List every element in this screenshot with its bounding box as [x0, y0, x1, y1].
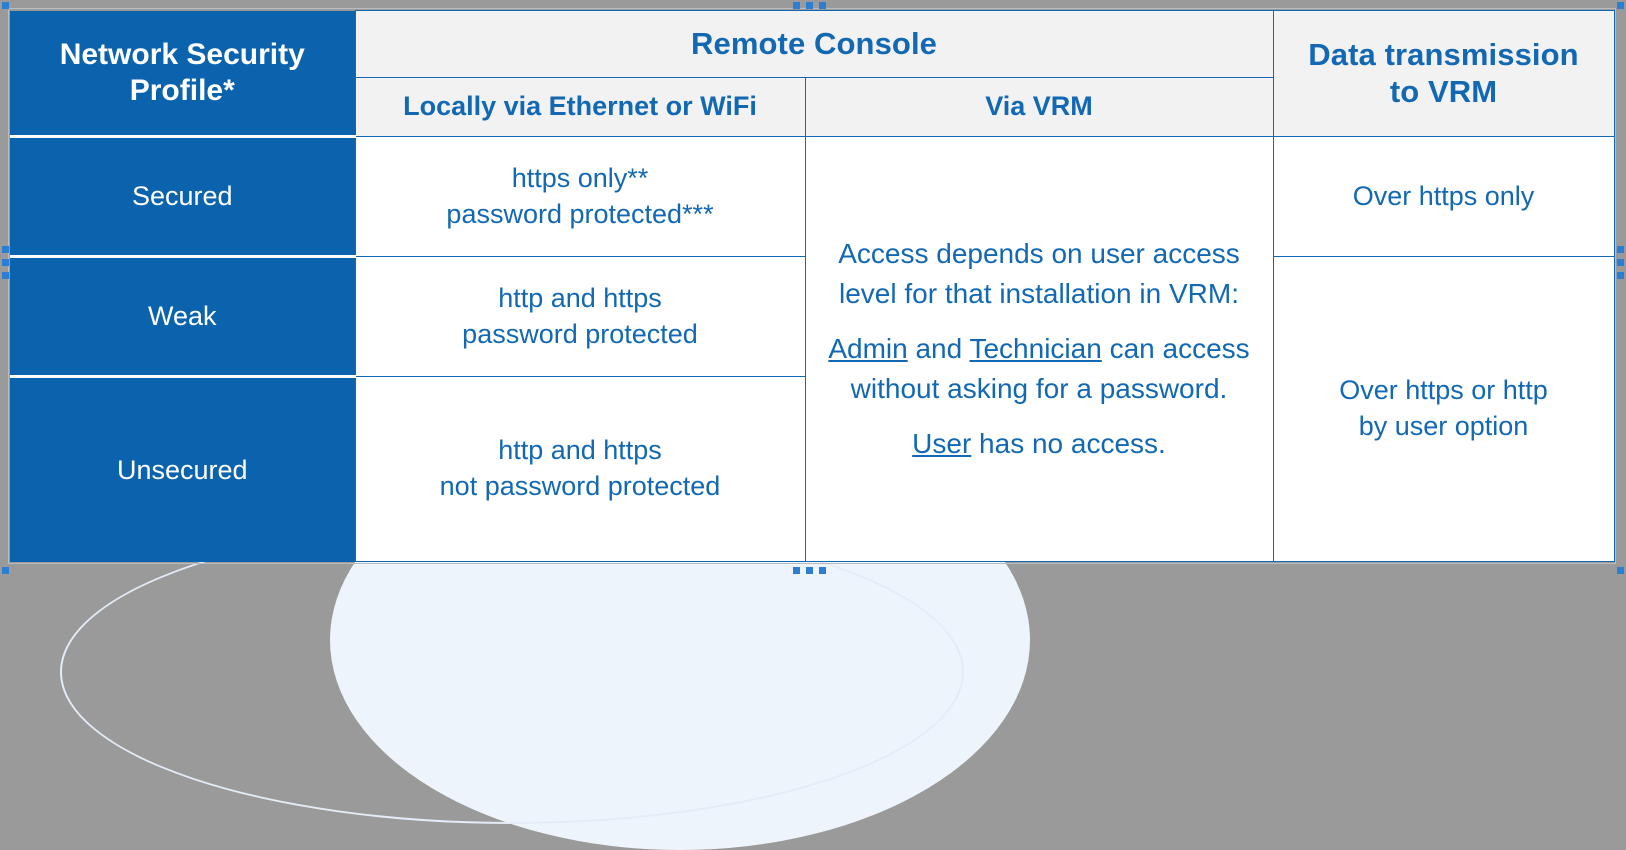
vrm-role-user: User: [912, 428, 972, 460]
cell-unsecured-local-line1: http and https: [498, 435, 662, 466]
vrm-role-admin: Admin: [828, 333, 908, 365]
row-label-unsecured: Unsecured: [10, 375, 355, 562]
header-data-transmission-line2: to VRM: [1389, 73, 1498, 109]
row-label-weak: Weak: [10, 255, 355, 378]
cell-unsecured-local-line2: not password protected: [439, 471, 721, 501]
table-row-weak: Weak http and https password protected O…: [10, 255, 1615, 562]
header-remote-console: Remote Console: [354, 9, 1274, 79]
table-row-secured: Secured https only** password protected*…: [10, 135, 1615, 562]
header-data-transmission-to-vrm: Data transmission to VRM: [1272, 10, 1615, 137]
cell-via-vrm-access-description: Access depends on user access level for …: [804, 136, 1274, 562]
vrm-role-technician: Technician: [969, 333, 1102, 365]
selection-handle-bottom-left[interactable]: [2, 567, 9, 574]
row-label-secured: Secured: [10, 135, 355, 258]
cell-transmission-line1: Over https or http: [1339, 375, 1548, 406]
vrm-spacer-2: [816, 409, 1263, 424]
vrm-para2-tail: can access: [1101, 333, 1250, 365]
selection-handle-middle-right[interactable]: [1617, 246, 1624, 279]
selection-handle-middle-left[interactable]: [2, 246, 9, 279]
network-security-table[interactable]: Network Security Profile* Remote Console…: [10, 9, 1615, 562]
vrm-para1-line1: Access depends on user access: [838, 238, 1240, 270]
header-data-transmission-line1: Data transmission: [1308, 36, 1579, 72]
background-arc-outline: [60, 520, 964, 824]
vrm-spacer-1: [816, 314, 1263, 329]
table-header-row-top: Network Security Profile* Remote Console…: [10, 9, 1615, 138]
network-security-table-wrap[interactable]: Network Security Profile* Remote Console…: [10, 9, 1615, 562]
selection-handle-top-right[interactable]: [1617, 2, 1624, 9]
header-profile-line1: Network Security: [59, 37, 305, 71]
cell-secured-transmission: Over https only: [1272, 136, 1615, 257]
header-locally-via-ethernet-or-wifi: Locally via Ethernet or WiFi: [354, 77, 806, 137]
vrm-para2-and: and: [907, 333, 970, 365]
cell-unsecured-local: http and https not password protected: [354, 376, 806, 562]
table-header-row-sub: Locally via Ethernet or WiFi Via VRM: [10, 77, 1614, 137]
vrm-para3-tail: has no access.: [971, 428, 1166, 460]
selection-handle-top-left[interactable]: [2, 2, 9, 9]
header-profile-line2: Profile*: [129, 73, 235, 107]
selection-handle-bottom-center[interactable]: [793, 567, 826, 574]
cell-weak-local-line1: http and https: [498, 282, 662, 313]
cell-secured-local: https only** password protected***: [354, 136, 806, 257]
cell-secured-local-line2: password protected***: [446, 198, 714, 229]
header-via-vrm: Via VRM: [804, 77, 1274, 137]
vrm-para1-line2: level for that installation in VRM:: [839, 277, 1239, 309]
selection-handle-bottom-right[interactable]: [1617, 567, 1624, 574]
cell-transmission-line2: by user option: [1358, 411, 1529, 441]
cell-secured-local-line1: https only**: [511, 162, 649, 193]
cell-weak-unsecured-transmission: Over https or http by user option: [1272, 256, 1615, 562]
cell-weak-local-line2: password protected: [462, 318, 698, 349]
cell-weak-local: http and https password protected: [354, 256, 806, 377]
header-network-security-profile: Network Security Profile*: [10, 10, 355, 138]
selection-handle-top-center[interactable]: [793, 2, 826, 9]
vrm-para2-line2: without asking for a password.: [850, 372, 1228, 404]
